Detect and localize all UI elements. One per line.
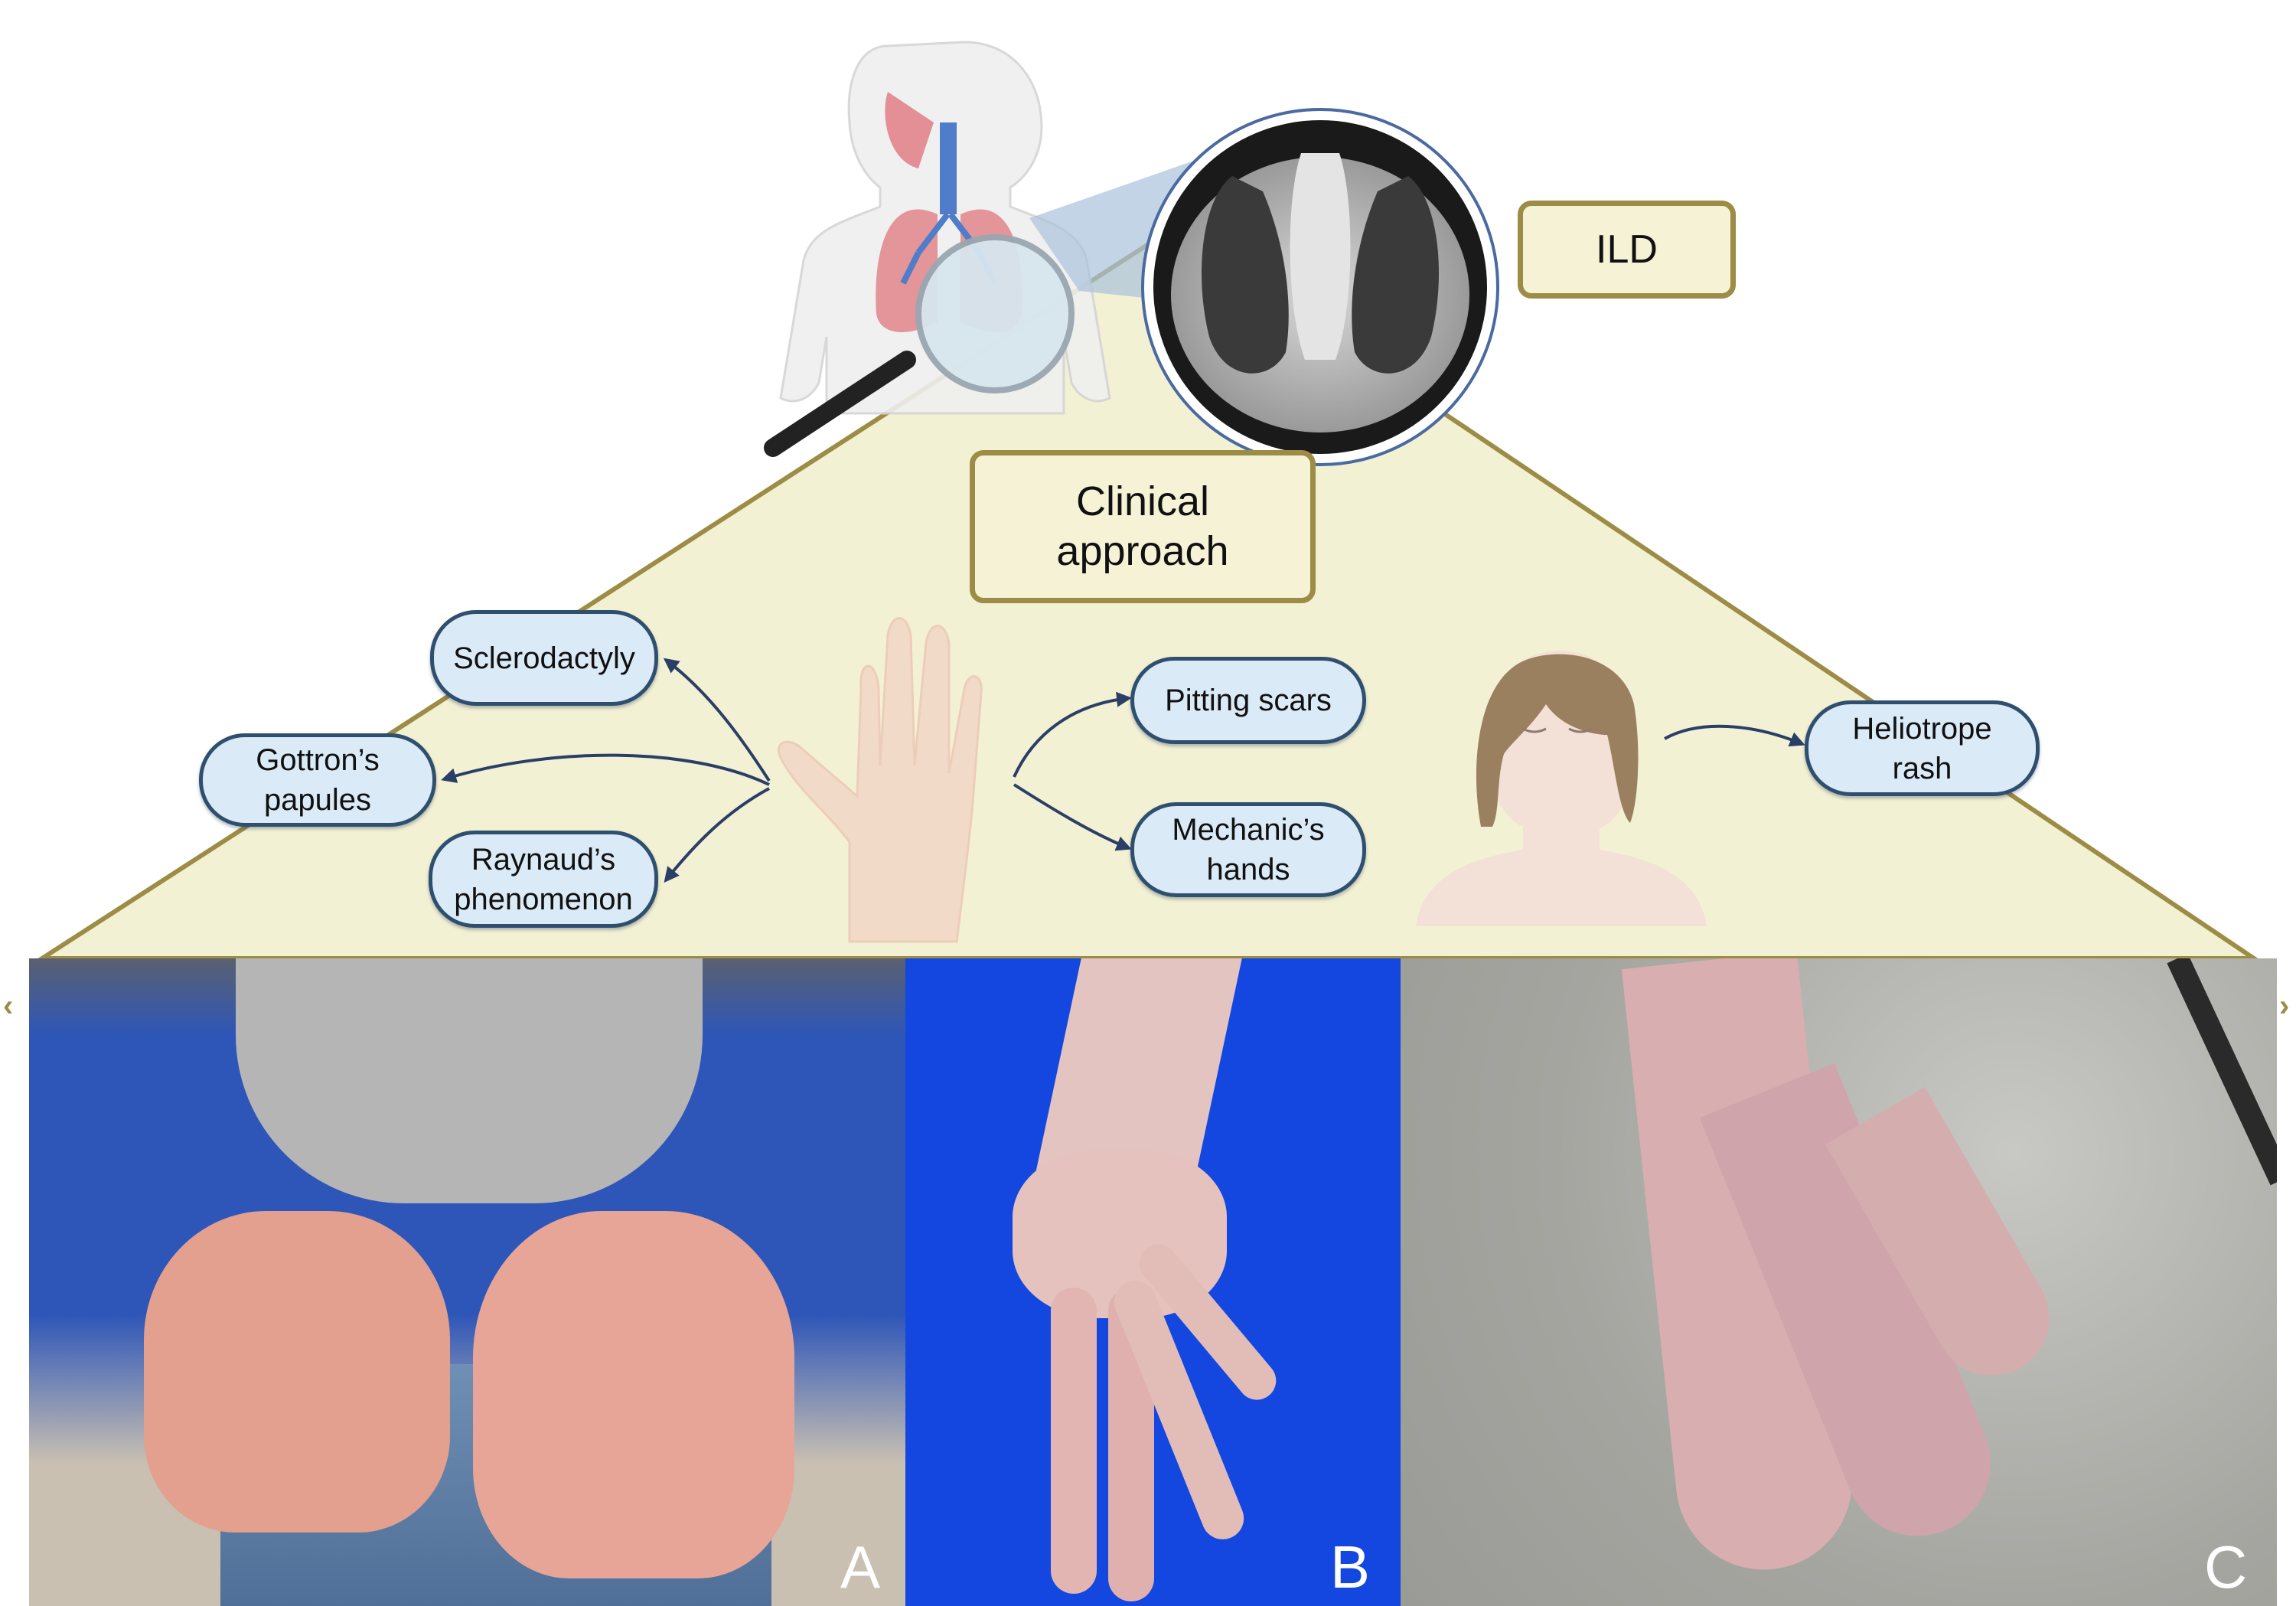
panel-label-a: A <box>840 1533 881 1601</box>
finding-label: rash <box>1892 751 1952 785</box>
finding-heliotrope-rash: Heliotrope rash <box>1805 700 2040 796</box>
finding-sclerodactyly: Sclerodactyly <box>430 610 658 706</box>
finding-pitting-scars: Pitting scars <box>1130 657 1366 744</box>
finding-label: Raynaud’s <box>471 842 616 876</box>
photo-panel-c: C <box>1401 958 2277 1606</box>
ild-box: ILD <box>1518 201 1736 299</box>
finding-label: Heliotrope <box>1852 711 1992 746</box>
panel-label-c: C <box>2204 1533 2248 1601</box>
finding-label: Pitting scars <box>1165 684 1332 717</box>
finger-region <box>1051 1288 1097 1594</box>
panel-label-b: B <box>1330 1533 1371 1601</box>
clinical-approach-line1: Clinical <box>1075 478 1210 525</box>
ild-label: ILD <box>1596 227 1658 272</box>
photo-panel-b: B <box>905 958 1401 1606</box>
finding-gottrons-papules: Gottron’s papules <box>199 733 436 827</box>
forearm-region <box>1035 958 1242 1173</box>
finding-label: Mechanic’s <box>1172 813 1325 847</box>
finding-label: Sclerodactyly <box>453 641 635 675</box>
photo-panel-a: A <box>29 958 905 1606</box>
chest-ct-scan-image <box>1141 108 1499 466</box>
edge-region <box>2167 958 2277 1186</box>
chevron-left-icon: ‹ <box>3 989 14 1023</box>
hand-illustration-icon <box>777 617 983 943</box>
finding-label: phenomenon <box>454 882 633 916</box>
clinical-approach-box: Clinical approach <box>970 450 1316 603</box>
right-hand-region <box>473 1211 794 1578</box>
finding-label: papules <box>263 783 372 817</box>
chevron-right-icon: › <box>2279 989 2290 1023</box>
finding-label: Gottron’s <box>256 743 380 777</box>
finding-mechanics-hands: Mechanic’s hands <box>1130 802 1366 897</box>
finding-raynauds-phenomenon: Raynaud’s phenomenon <box>429 831 658 928</box>
shirt-region <box>236 958 703 1203</box>
clinical-approach-line2: approach <box>1056 528 1229 574</box>
left-hand-region <box>144 1211 450 1533</box>
finding-label: hands <box>1206 853 1290 886</box>
connector-arrows <box>441 658 1805 883</box>
magnifying-glass-icon <box>764 234 1075 457</box>
female-face-illustration-icon <box>1416 650 1707 926</box>
